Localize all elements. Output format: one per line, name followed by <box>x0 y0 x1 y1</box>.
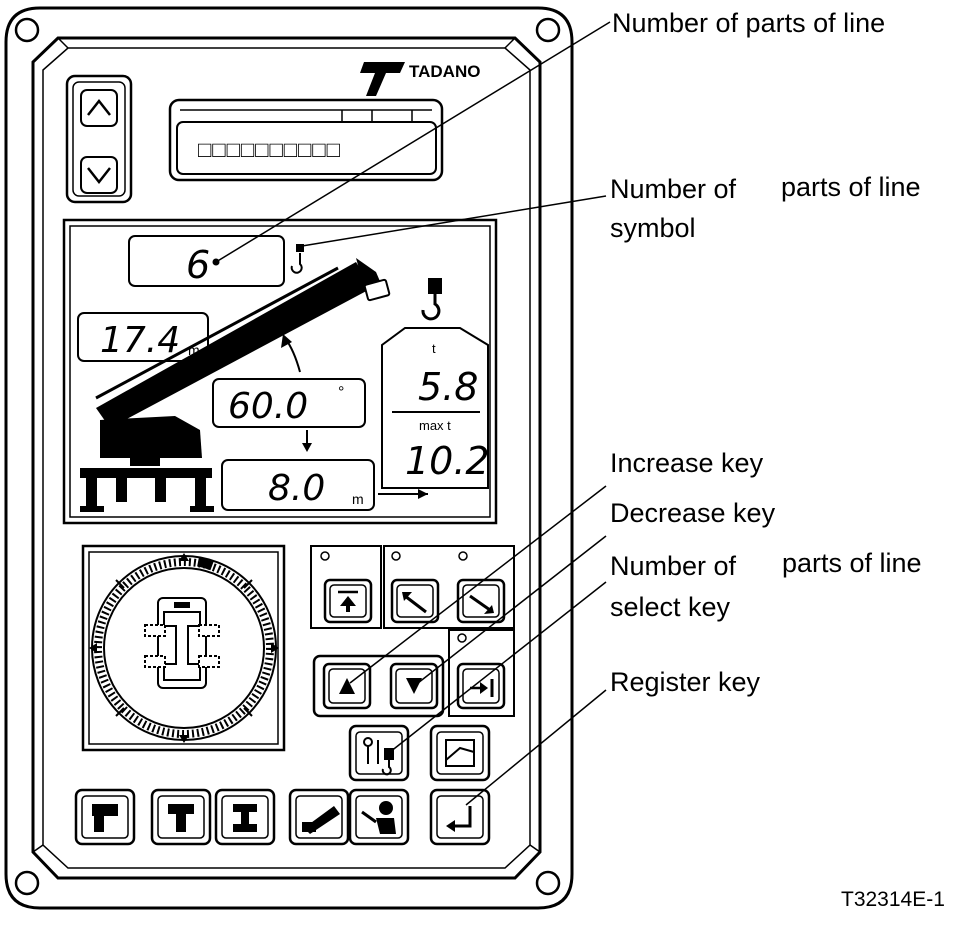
message-text: □□□□□□□□□□ <box>198 137 341 162</box>
message-display: □□□□□□□□□□ <box>168 98 444 182</box>
decrease-key[interactable] <box>389 662 439 710</box>
callout-decrease-key: Decrease key <box>610 498 776 528</box>
boom-length-unit: m <box>188 342 200 358</box>
function-key-2[interactable] <box>150 788 212 846</box>
max-load-value: 10.2 <box>405 439 490 483</box>
boom-angle-unit: ° <box>338 384 344 401</box>
brand-name: TADANO <box>409 62 480 81</box>
boom-icon <box>302 806 340 834</box>
callout-parts-of-line: Number of parts of line <box>612 8 885 38</box>
load-unit: t <box>432 341 436 356</box>
callout-symbol-b: parts of line <box>781 172 921 202</box>
function-key-3[interactable] <box>214 788 276 846</box>
leader-lines <box>215 21 611 806</box>
register-key[interactable] <box>429 788 491 846</box>
up-arrow-icon <box>87 98 111 116</box>
display-icon <box>445 739 475 767</box>
max-load-label: max t <box>419 418 451 433</box>
callout-symbol-a: Number of <box>610 174 737 204</box>
boom-angle-readout <box>212 378 366 428</box>
actual-load-value: 5.8 <box>418 365 478 409</box>
boom-lower-icon <box>469 594 494 614</box>
callout-increase-key: Increase key <box>610 448 764 478</box>
function-key-1[interactable] <box>74 788 136 846</box>
callout-symbol-c: symbol <box>610 213 696 243</box>
radius-unit: m <box>352 491 364 507</box>
radius-readout <box>221 459 375 511</box>
function-key-4[interactable] <box>288 788 350 846</box>
down-arrow-icon <box>87 167 111 185</box>
callout-select-b: parts of line <box>782 548 922 578</box>
leader-point <box>212 258 220 266</box>
figure-id: T32314E-1 <box>841 888 945 911</box>
callout-labels: Number of parts of line Number of parts … <box>610 8 922 697</box>
parts-of-line-value: 6 <box>186 243 210 287</box>
down-key[interactable] <box>80 156 118 194</box>
callout-register-key: Register key <box>610 667 761 697</box>
boom-lower-key[interactable] <box>456 578 506 624</box>
boom-angle-value: 60.0 <box>228 386 308 427</box>
display-key[interactable] <box>429 724 491 782</box>
radius-value: 8.0 <box>268 468 325 509</box>
parts-of-line-select-key[interactable] <box>348 724 410 782</box>
hook-icon <box>290 244 304 274</box>
function-key-row <box>74 788 410 846</box>
main-display: 6 17.4 m 60.0 ° 8.0 m <box>62 218 498 525</box>
parts-of-line-readout <box>128 235 285 287</box>
boom-raise-key[interactable] <box>390 578 440 624</box>
swing-indicator <box>81 544 286 752</box>
hook-icon <box>421 278 442 321</box>
crane-icon <box>80 258 391 512</box>
callout-select-c: select key <box>610 592 731 622</box>
increase-icon <box>339 678 355 694</box>
register-icon <box>446 806 472 832</box>
decrease-icon <box>406 678 422 694</box>
outrigger-retract-icon <box>233 804 257 832</box>
telescope-key[interactable] <box>323 578 373 624</box>
up-key[interactable] <box>80 89 118 127</box>
increase-key[interactable] <box>322 662 372 710</box>
load-display: t 5.8 max t 10.2 <box>381 278 490 489</box>
boom-raise-icon <box>402 592 427 614</box>
outrigger-extend-icon <box>92 804 118 832</box>
screw-icon <box>14 17 561 896</box>
outrigger-mid-icon <box>168 804 194 832</box>
function-key-5[interactable] <box>348 788 410 846</box>
boom-length-value: 17.4 <box>100 320 180 361</box>
operator-icon <box>361 801 396 834</box>
callout-select-a: Number of <box>610 551 737 581</box>
leader-point <box>386 748 394 756</box>
next-key[interactable] <box>456 662 506 710</box>
brand-logo: TADANO <box>360 62 480 96</box>
outrigger-icon <box>144 597 220 689</box>
